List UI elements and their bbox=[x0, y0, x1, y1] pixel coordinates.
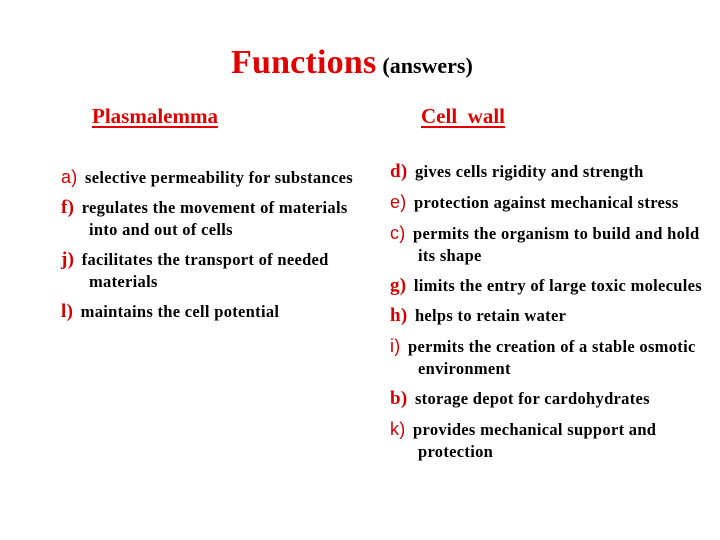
item-label: h) bbox=[390, 305, 408, 326]
list-item: d) gives cells rigidity and strength bbox=[390, 161, 710, 183]
item-text: permits the organism to build and hold i… bbox=[413, 224, 700, 265]
item-text: permits the creation of a stable osmotic… bbox=[408, 337, 696, 378]
plasmalemma-function-list: a) selective permeability for substances… bbox=[61, 166, 361, 331]
item-text: provides mechanical support and protecti… bbox=[413, 420, 657, 461]
item-text: storage depot for cardohydrates bbox=[414, 389, 650, 408]
item-label: e) bbox=[390, 192, 407, 212]
item-label: i) bbox=[390, 336, 401, 356]
item-label: b) bbox=[390, 388, 408, 409]
item-text: gives cells rigidity and strength bbox=[414, 162, 644, 181]
cell-wall-function-list: d) gives cells rigidity and strength e) … bbox=[390, 161, 710, 471]
title-main: Functions bbox=[231, 44, 377, 81]
list-item: f) regulates the movement of materials i… bbox=[61, 197, 361, 241]
item-label: d) bbox=[390, 161, 408, 182]
item-text: helps to retain water bbox=[414, 306, 567, 325]
item-text: facilitates the transport of needed mate… bbox=[81, 250, 329, 291]
list-item: i) permits the creation of a stable osmo… bbox=[390, 335, 710, 380]
list-item: k) provides mechanical support and prote… bbox=[390, 418, 710, 463]
heading-plasmalemma: Plasmalemma bbox=[92, 104, 218, 128]
title-suffix: (answers) bbox=[382, 53, 473, 78]
list-item: h) helps to retain water bbox=[390, 305, 710, 327]
heading-cell-wall: Cell wall bbox=[421, 104, 505, 128]
list-item: g) limits the entry of large toxic molec… bbox=[390, 275, 710, 297]
item-label: c) bbox=[390, 223, 406, 243]
item-label: j) bbox=[61, 249, 75, 270]
list-item: a) selective permeability for substances bbox=[61, 166, 361, 189]
item-label: k) bbox=[390, 419, 406, 439]
item-text: maintains the cell potential bbox=[80, 302, 280, 321]
item-label: g) bbox=[390, 275, 407, 296]
list-item: j) facilitates the transport of needed m… bbox=[61, 249, 361, 293]
item-text: regulates the movement of materials into… bbox=[81, 198, 348, 239]
item-label: a) bbox=[61, 167, 78, 187]
list-item: l) maintains the cell potential bbox=[61, 301, 361, 323]
list-item: c) permits the organism to build and hol… bbox=[390, 222, 710, 267]
list-item: b) storage depot for cardohydrates bbox=[390, 388, 710, 410]
item-text: selective permeability for substances bbox=[85, 168, 353, 187]
list-item: e) protection against mechanical stress bbox=[390, 191, 710, 214]
slide-title: Functions(answers) bbox=[231, 44, 473, 82]
item-label: f) bbox=[61, 197, 75, 218]
item-text: limits the entry of large toxic molecule… bbox=[413, 276, 703, 295]
item-text: protection against mechanical stress bbox=[414, 193, 679, 212]
item-label: l) bbox=[61, 301, 74, 322]
